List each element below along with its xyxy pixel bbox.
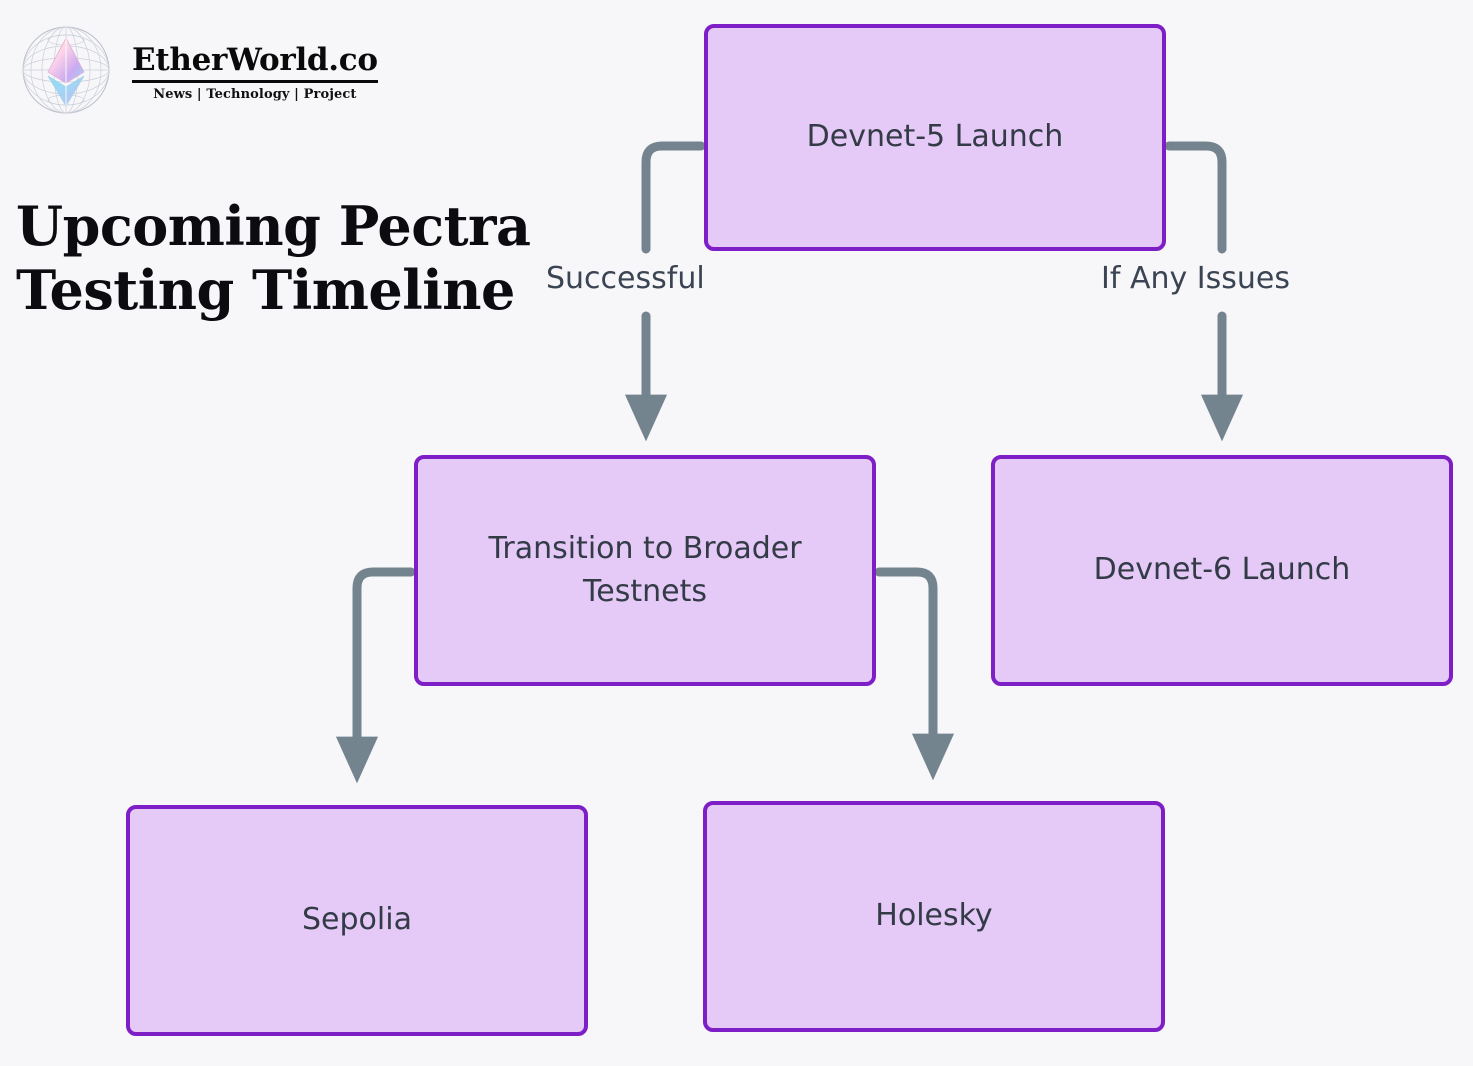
node-transition-to-broader-testnets[interactable]: Transition to Broader Testnets bbox=[414, 455, 876, 686]
node-devnet6-label: Devnet-6 Launch bbox=[1093, 552, 1351, 588]
node-sepolia-label: Sepolia bbox=[302, 902, 412, 938]
brand-text-block: EtherWorld.co News | Technology | Projec… bbox=[132, 38, 378, 102]
node-holesky[interactable]: Holesky bbox=[703, 801, 1165, 1032]
node-devnet6-launch[interactable]: Devnet-6 Launch bbox=[991, 455, 1453, 686]
brand-tagline: News | Technology | Project bbox=[153, 86, 357, 102]
edge-label-successful: Successful bbox=[546, 261, 705, 296]
page-title-line-2: Testing Timeline bbox=[16, 257, 515, 322]
node-transition-label-line-2: Testnets bbox=[583, 573, 707, 609]
edge-devnet5-to-transition-upper bbox=[641, 141, 706, 254]
node-sepolia[interactable]: Sepolia bbox=[126, 805, 588, 1036]
brand-logo: EtherWorld.co News | Technology | Projec… bbox=[14, 18, 378, 122]
node-devnet5-label: Devnet-5 Launch bbox=[806, 119, 1064, 155]
edge-label-if-any-issues: If Any Issues bbox=[1101, 261, 1290, 296]
node-transition-label-line-1: Transition to Broader bbox=[488, 530, 802, 566]
brand-divider bbox=[132, 79, 378, 83]
page-title-line-1: Upcoming Pectra bbox=[16, 194, 531, 258]
brand-name: EtherWorld.co bbox=[132, 42, 378, 79]
page-title: Upcoming Pectra Testing Timeline bbox=[16, 194, 536, 322]
node-holesky-label: Holesky bbox=[875, 898, 993, 934]
edge-transition-to-sepolia bbox=[335, 567, 416, 784]
edge-transition-to-holesky bbox=[874, 567, 955, 781]
edge-devnet5-to-devnet6-upper bbox=[1164, 141, 1227, 254]
node-devnet5-launch[interactable]: Devnet-5 Launch bbox=[704, 24, 1166, 251]
node-transition-label: Transition to Broader Testnets bbox=[488, 528, 801, 613]
ethereum-globe-icon bbox=[22, 26, 110, 114]
